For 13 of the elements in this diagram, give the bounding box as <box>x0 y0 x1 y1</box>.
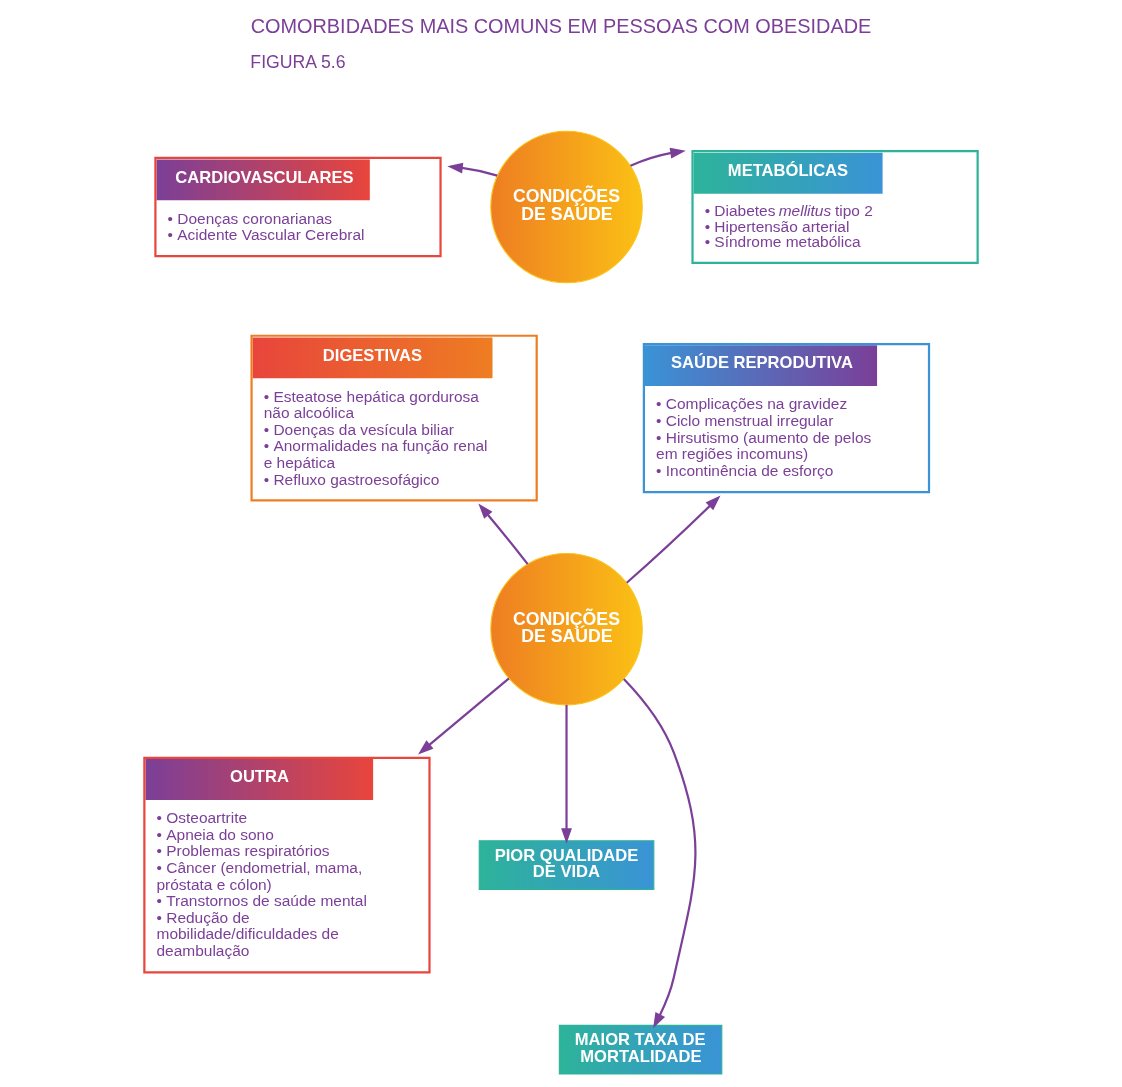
arrow <box>561 704 572 844</box>
node-box: PIOR QUALIDADE DE VIDA <box>478 840 655 890</box>
arrow <box>630 147 686 167</box>
node-circle: CONDIÇÕES DE SAÚDE <box>490 130 643 284</box>
arrow <box>478 503 529 565</box>
node-box: MAIOR TAXA DE MORTALIDADE <box>558 1024 723 1075</box>
diagram-title: COMORBIDADES MAIS COMUNS EM PESSOAS COM OBESIDADE <box>250 15 872 38</box>
arrow <box>623 678 697 1029</box>
node-circle: CONDIÇÕES DE SAÚDE <box>490 552 643 706</box>
label: FIGURA 5.6 <box>250 52 346 73</box>
arrow <box>447 162 498 177</box>
arrow <box>626 495 721 584</box>
arrow <box>418 677 510 755</box>
